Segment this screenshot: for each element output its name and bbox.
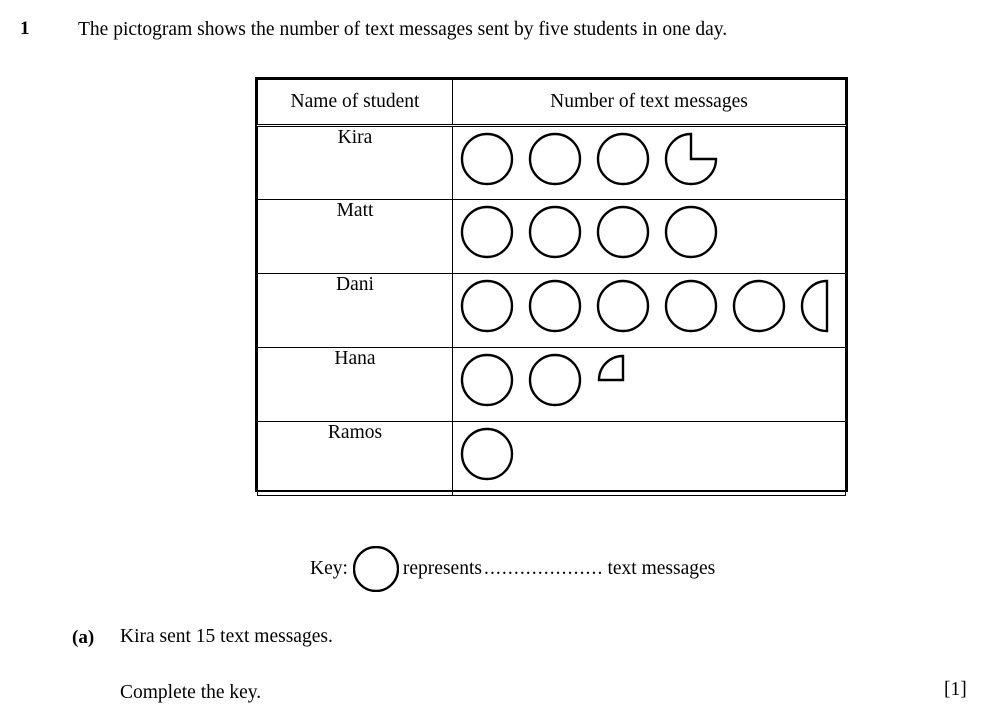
question-number: 1 xyxy=(20,18,30,39)
circle-icon xyxy=(664,279,733,333)
key-unit-text: text messages xyxy=(607,558,716,579)
circle-icon xyxy=(528,205,597,259)
student-name-hana: Hana xyxy=(257,347,453,422)
table-body: Kira xyxy=(257,125,846,496)
pictogram-key: Key: represents .................... tex… xyxy=(310,546,715,592)
student-name-dani: Dani xyxy=(257,273,453,348)
circle-icon xyxy=(664,205,733,259)
table-row: Matt xyxy=(257,199,846,274)
three-quarter-circle-icon xyxy=(664,132,733,186)
student-name-matt: Matt xyxy=(257,199,453,274)
part-label-a: (a) xyxy=(72,627,95,648)
circle-icon xyxy=(352,546,399,592)
table-header-row: Name of student Number of text messages xyxy=(257,79,846,127)
circle-icon xyxy=(528,279,597,333)
part-a-instruction: Complete the key. xyxy=(120,682,262,703)
symbols-cell-hana xyxy=(452,347,846,422)
symbol-row-hana xyxy=(453,348,845,421)
symbols-cell-ramos xyxy=(452,421,846,496)
header-number-of-text-messages: Number of text messages xyxy=(452,79,846,127)
table-row: Hana xyxy=(257,347,846,422)
circle-icon xyxy=(528,132,597,186)
circle-icon xyxy=(596,279,665,333)
symbol-row-ramos xyxy=(453,422,845,495)
pictogram-table: Name of student Number of text messages … xyxy=(255,77,848,496)
part-a-statement: Kira sent 15 text messages. xyxy=(120,626,333,647)
symbol-row-kira xyxy=(453,127,845,199)
circle-icon xyxy=(460,427,529,481)
symbol-row-dani xyxy=(453,274,845,347)
part-a-marks: [1] xyxy=(944,679,967,700)
circle-icon xyxy=(460,353,529,407)
symbols-cell-dani xyxy=(452,273,846,348)
circle-icon xyxy=(596,132,665,186)
key-answer-blank[interactable]: .................... xyxy=(483,558,604,579)
student-name-ramos: Ramos xyxy=(257,421,453,496)
table-row: Kira xyxy=(257,125,846,200)
table-row: Ramos xyxy=(257,421,846,496)
circle-icon xyxy=(528,353,597,407)
circle-icon xyxy=(732,279,801,333)
table-row: Dani xyxy=(257,273,846,348)
half-circle-icon xyxy=(800,279,869,333)
symbols-cell-matt xyxy=(452,199,846,274)
symbol-row-matt xyxy=(453,200,845,273)
symbols-cell-kira xyxy=(452,125,846,200)
pictogram-grid: Name of student Number of text messages … xyxy=(257,79,846,496)
quarter-circle-icon xyxy=(597,354,665,406)
key-label: Key: xyxy=(310,558,348,579)
circle-icon xyxy=(460,205,529,259)
header-name-of-student: Name of student xyxy=(257,79,453,127)
student-name-kira: Kira xyxy=(257,125,453,200)
key-represents-text: represents xyxy=(402,558,482,579)
question-stem: The pictogram shows the number of text m… xyxy=(78,19,728,40)
circle-icon xyxy=(460,132,529,186)
circle-icon xyxy=(460,279,529,333)
circle-icon xyxy=(596,205,665,259)
